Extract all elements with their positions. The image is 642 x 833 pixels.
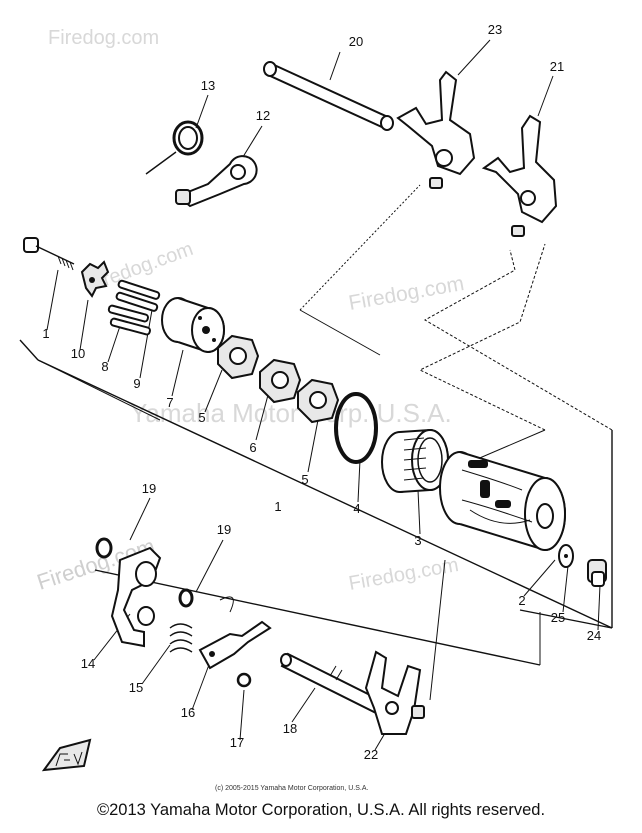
part-pins	[115, 279, 161, 312]
callout-p24: 24	[587, 628, 601, 643]
part-dowel-pins	[107, 304, 151, 336]
part-bolt	[23, 237, 75, 271]
part-washer	[558, 544, 574, 568]
callout-p10: 10	[71, 346, 85, 361]
part-stopper-plate-c	[297, 378, 340, 424]
fine-print: (c) 2005-2015 Yamaha Motor Corporation, …	[215, 785, 368, 792]
part-shift-fork-a	[396, 70, 476, 189]
callout-p12: 12	[256, 108, 270, 123]
part-shift-cam	[439, 451, 566, 552]
part-shift-arm	[198, 596, 272, 670]
part-circlip-b	[178, 588, 194, 608]
callout-p7: 7	[166, 395, 173, 410]
part-circlip-ring	[334, 392, 378, 464]
callout-p22: 22	[364, 747, 378, 762]
part-drum-segment	[161, 297, 225, 354]
part-lever-spring	[169, 623, 193, 653]
callout-p5a: 5	[198, 410, 205, 425]
copyright-notice: ©2013 Yamaha Motor Corporation, U.S.A. A…	[96, 801, 546, 819]
callout-p18: 18	[283, 721, 297, 736]
callout-p1a: 1	[42, 326, 49, 341]
callout-p4: 4	[353, 501, 360, 516]
callout-p16: 16	[181, 705, 195, 720]
front-indicator-icon	[41, 738, 92, 772]
callout-p1b: 1	[274, 499, 281, 514]
watermark-firedog-top: Firedog.com	[48, 27, 159, 49]
callout-p8: 8	[101, 359, 108, 374]
callout-p20: 20	[349, 34, 363, 49]
callout-p19b: 19	[217, 522, 231, 537]
callout-p3: 3	[414, 533, 421, 548]
callout-p23: 23	[488, 22, 502, 37]
part-shift-fork-c	[364, 650, 425, 735]
watermark-firedog-right: Firedog.com	[347, 272, 466, 315]
callout-p9: 9	[133, 376, 140, 391]
callout-p6: 6	[249, 440, 256, 455]
callout-p14: 14	[81, 656, 95, 671]
part-shift-lever	[110, 546, 162, 648]
part-segment-plate	[80, 260, 110, 298]
callout-p13: 13	[201, 78, 215, 93]
callout-p19a: 19	[142, 481, 156, 496]
parts	[23, 61, 607, 772]
callout-p25: 25	[551, 610, 565, 625]
part-guide-bar	[263, 61, 394, 131]
callout-p2: 2	[518, 593, 525, 608]
part-stopper-lever	[175, 155, 258, 208]
part-e-clip	[236, 672, 252, 688]
callout-p17: 17	[230, 735, 244, 750]
part-circlip-a	[95, 537, 113, 559]
callout-p21: 21	[550, 59, 564, 74]
part-plug	[587, 559, 607, 587]
assembly-frame	[19, 39, 613, 751]
callout-p5b: 5	[301, 472, 308, 487]
part-stopper-plate-a	[217, 334, 260, 380]
part-stopper-plate-b	[259, 358, 302, 404]
watermarks: Firedog.com Firedog.com Firedog.com Fire…	[34, 27, 466, 595]
part-torsion-spring	[145, 120, 204, 175]
part-shift-fork-b	[481, 114, 558, 237]
watermark-yamaha: Yamaha Motor Corp. U.S.A.	[130, 398, 452, 428]
callout-p15: 15	[129, 680, 143, 695]
part-bearing	[381, 428, 449, 493]
